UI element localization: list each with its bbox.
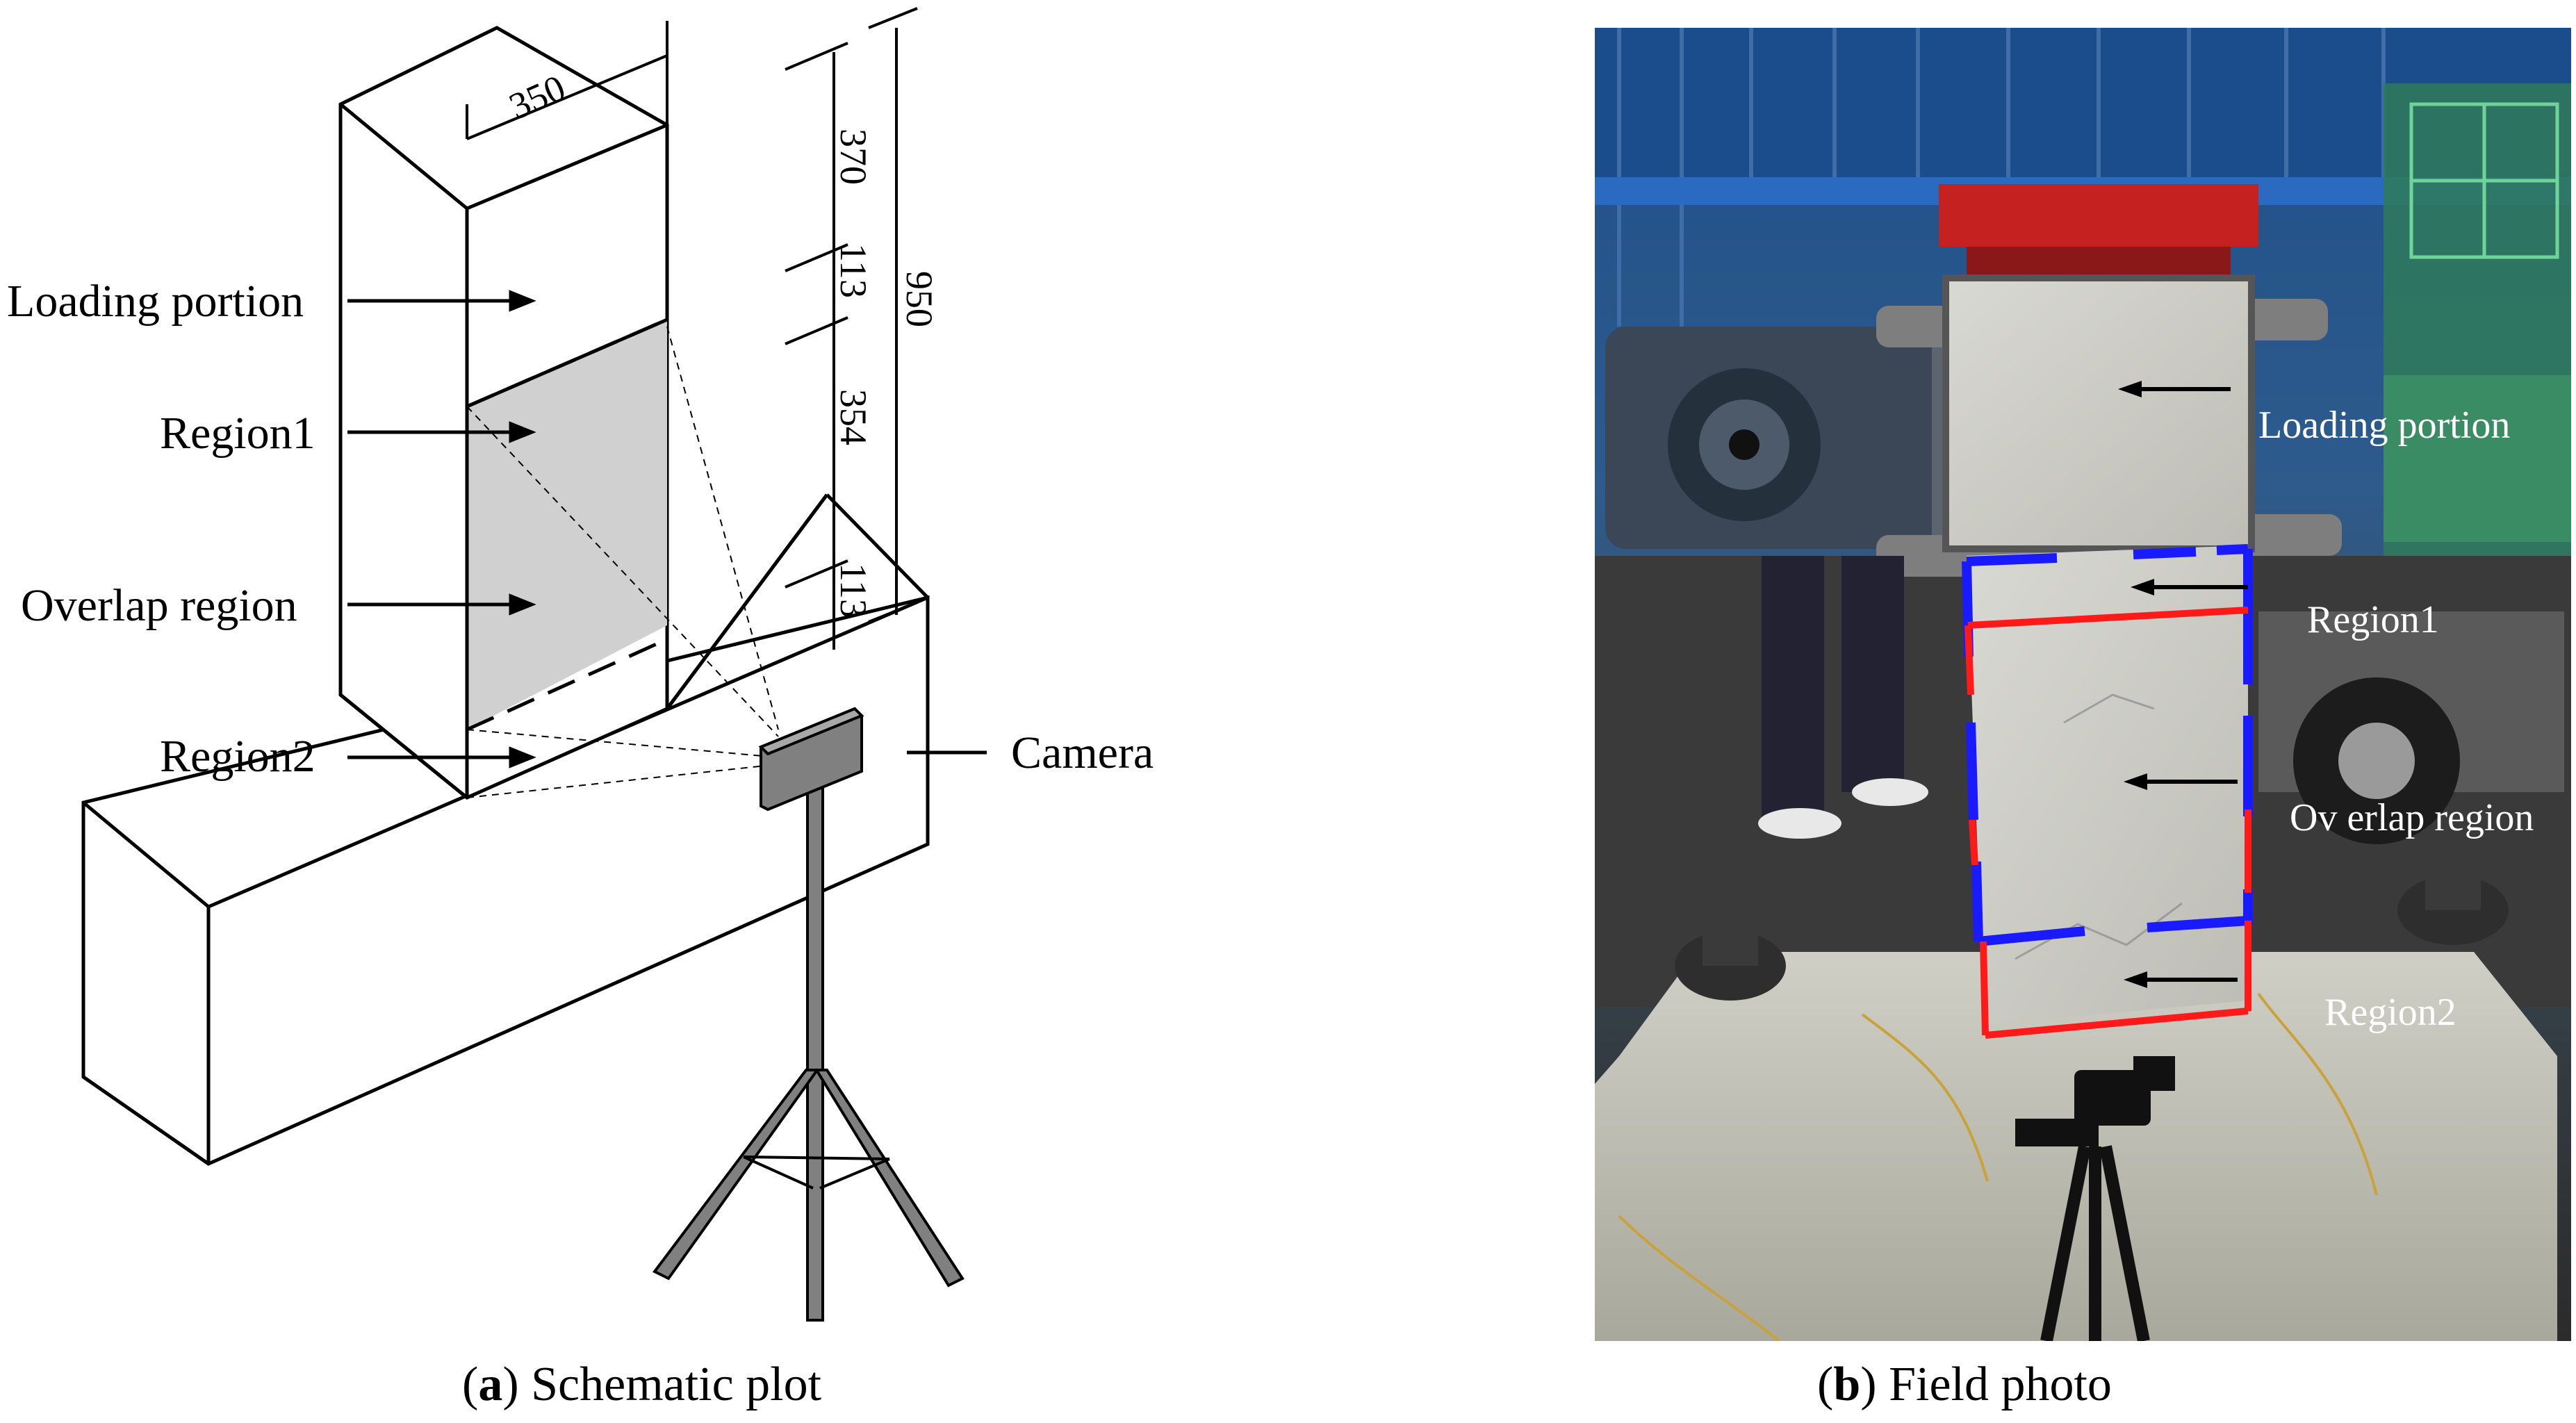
label-overlap-region: Overlap region [21,580,297,631]
caption-b-text: Field photo [1889,1358,2112,1411]
region-outline-blue [1962,544,2253,946]
field-photo-panel: Loading portion Region1 Ov erlap region … [1595,28,2571,1341]
photo-label-overlap-region: Ov erlap region [2290,796,2534,839]
schematic-labels: Loading portion Region1 Overlap region R… [7,276,1154,782]
caption-a-text: Schematic plot [531,1358,822,1411]
label-region1: Region1 [160,408,315,459]
photo-label-region2: Region2 [2324,991,2456,1034]
dim-113-lower: 113 [832,563,874,618]
overlap-region-shade [467,320,667,730]
dim-950: 950 [899,271,940,327]
dim-354: 354 [832,389,874,445]
photo-label-loading-portion: Loading portion [2258,404,2510,447]
caption-a: (a) Schematic plot [462,1358,822,1411]
label-region2: Region2 [160,731,315,782]
caption-a-letter: a [478,1358,502,1411]
photo-arrows [2118,381,2248,988]
camera-field-of-view [466,326,779,798]
dim-370: 370 [832,129,874,185]
label-loading-portion: Loading portion [7,276,304,327]
caption-b-letter: b [1833,1358,1860,1411]
dim-113-upper: 113 [832,243,874,298]
label-camera: Camera [1011,727,1154,778]
camera-icon [758,707,864,812]
dimension-lines [466,7,918,650]
region-outline-red [1964,607,2251,1039]
tripod [652,782,965,1322]
photo-label-region1: Region1 [2307,598,2439,641]
caption-b: (b) Field photo [1817,1358,2112,1411]
schematic-panel [81,7,987,1322]
label-arrows [347,290,987,768]
field-photo [1595,28,2571,1341]
photo-labels: Loading portion Region1 Ov erlap region … [2258,404,2534,1034]
